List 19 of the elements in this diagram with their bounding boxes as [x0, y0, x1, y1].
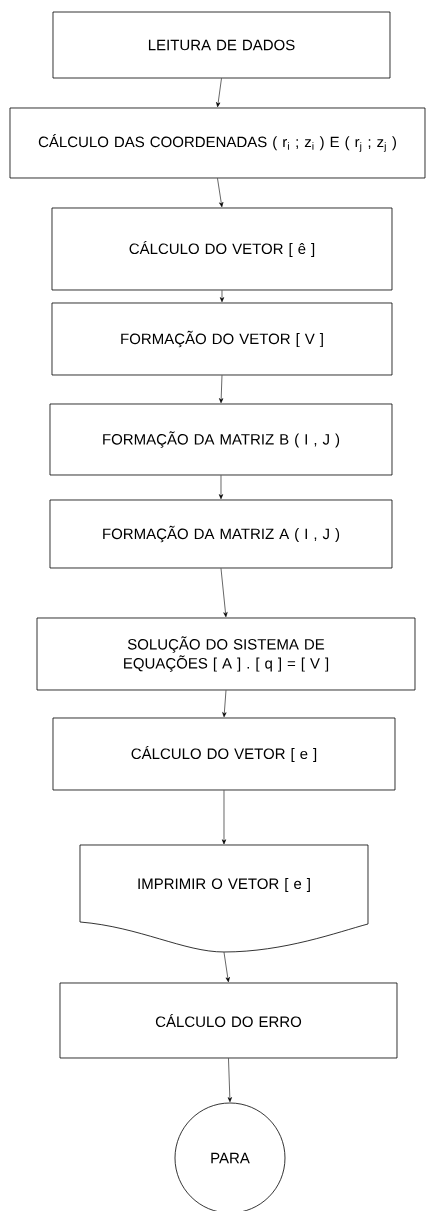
process-box: FORMAÇÃO DA MATRIZ B ( I , J ): [49, 403, 393, 476]
process-box: FORMAÇÃO DO VETOR [ V ]: [51, 302, 393, 376]
arrow: [223, 951, 230, 983]
arrow: [220, 568, 228, 618]
arrow: [221, 790, 227, 845]
process-box: CÁLCULO DAS COORDENADAS ( r$_{i}$ ; z$_{i}$ ) E ( r$_{j}$ ; z$_{j}$ ): [9, 107, 426, 179]
process-box: CÁLCULO DO VETOR [ e ]: [52, 717, 396, 791]
arrow: [227, 1058, 232, 1103]
arrow: [218, 475, 224, 500]
process-box: FORMAÇÃO DA MATRIZ A ( I , J ): [49, 499, 393, 569]
process-box: CÁLCULO DO VETOR [ ê ]: [51, 207, 393, 291]
process-box: CÁLCULO DO ERRO: [59, 982, 398, 1059]
arrow: [222, 690, 227, 718]
arrow: [219, 290, 225, 303]
arrow: [216, 78, 222, 108]
process-box: LEITURA DE DADOS: [52, 11, 391, 79]
arrow: [219, 375, 224, 404]
arrow: [217, 178, 224, 208]
process-box: SOLUÇÃO DO SISTEMA DE EQUAÇÕES [ A ] . [ q ] = [ V ]: [36, 617, 416, 691]
